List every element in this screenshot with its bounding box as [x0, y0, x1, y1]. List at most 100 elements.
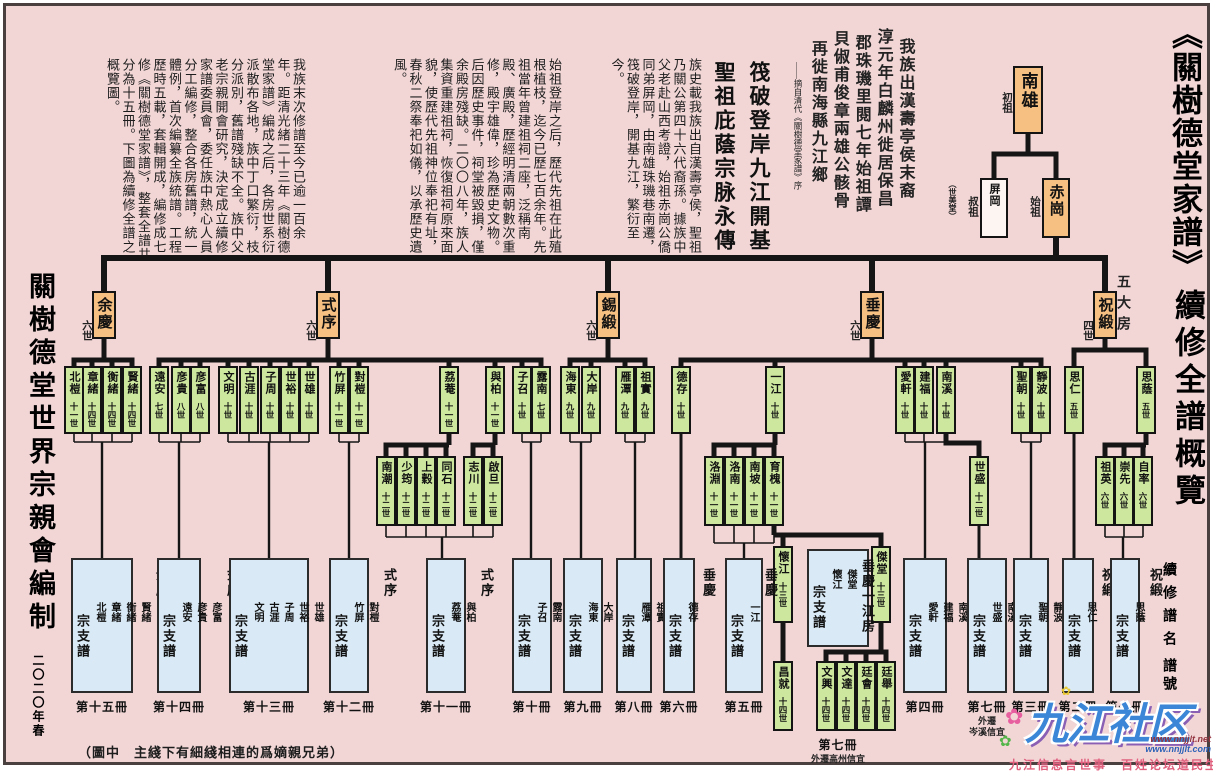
tree-node-世裕: 世裕十世: [280, 366, 300, 434]
volume-box-title: 垂慶一江房: [860, 559, 875, 634]
volume-number-label: 第九冊: [563, 700, 603, 714]
node-label: 南雄: [1018, 72, 1038, 110]
volume-box-content: 祝緞思蔭宗支譜: [1112, 560, 1165, 691]
tree-node-祝緞: 祝緞: [1093, 291, 1117, 339]
branch-name: 子周: [282, 602, 293, 622]
tree-node-雁潭: 雁潭九世: [615, 366, 635, 434]
node-label: 建福十世: [918, 371, 930, 419]
tree-node-祖實: 祖實九世: [635, 366, 655, 434]
tree-node-少筠: 少筠十二世: [396, 456, 416, 526]
volume-number-label: 第十一冊: [419, 700, 472, 714]
volume-box-第六冊: 垂慶德存宗支譜: [663, 558, 716, 693]
branch-name: 愛軒: [926, 602, 937, 622]
generation-label: 十一世: [490, 402, 500, 428]
volume-box-content: 式序與柏荔菴宗支譜: [428, 560, 496, 691]
tree-node-建福: 建福十世: [914, 366, 934, 434]
node-label: 育槐十一世: [768, 461, 780, 518]
calligraphy-column: 郡珠璣里閱七年始祖譚: [852, 34, 870, 214]
node-label: 賢緒十四世: [126, 371, 138, 428]
tree-node-子召: 子召十世: [512, 366, 532, 434]
volume-box-第二冊: 祝緞思仁宗支譜: [1062, 558, 1115, 693]
publisher-title: 關樹德堂世界宗親會編制: [25, 272, 55, 635]
column-label-genealogy-name: 續修譜名: [1161, 562, 1176, 654]
generation-label: 九世: [586, 402, 596, 419]
branch-name: 思仁: [1085, 602, 1096, 622]
tree-node-垂慶: 垂慶: [860, 291, 884, 339]
volume-box-第十五冊: 余慶賢緒衡緒章緒北榿宗支譜: [71, 558, 169, 693]
node-label: 文達十四世: [840, 666, 852, 723]
branch-name: 南溪: [956, 602, 967, 622]
branch-name: 古涯: [267, 602, 278, 622]
node-label: 世雄十世: [303, 371, 315, 419]
generation-label: 十四世: [778, 697, 788, 723]
generation-label: 十世: [900, 402, 910, 419]
tree-node-廷舉: 廷舉十四世: [876, 661, 896, 731]
generation-label: 十四世: [881, 697, 891, 723]
page-subtitle: 續修全譜概覽: [1170, 289, 1205, 511]
volume-number-label: 第十四冊: [152, 700, 205, 714]
node-label: 祖實九世: [639, 371, 651, 419]
generation-label: 十一世: [69, 402, 79, 428]
tree-annotation: 始祖: [1029, 196, 1040, 217]
generation-label: 十四世: [127, 402, 137, 428]
branch-name: 建福: [941, 602, 952, 622]
node-label: 啟旦十二世: [487, 461, 499, 518]
volume-box-title: 宗支譜: [75, 614, 90, 659]
node-label: 荔菴十一世: [443, 371, 455, 428]
volume-box-title: 宗支譜: [620, 614, 635, 659]
generation-label: 十世: [941, 402, 951, 419]
volume-box-title: 祝緞: [1148, 568, 1163, 598]
branch-name: 海東: [586, 602, 597, 622]
branch-name: 世盛: [990, 602, 1001, 622]
generation-label: 十二世: [974, 492, 984, 518]
couplet-line-1: 筏破登岸九江開基: [747, 61, 771, 253]
volume-number-label: 第五冊: [724, 700, 764, 714]
tree-node-海東: 海東九世: [560, 366, 580, 434]
generation-label: 九世: [565, 402, 575, 419]
generation-label: 十世: [244, 402, 254, 419]
generation-label: 十世: [285, 402, 295, 419]
chart-frame: 我族末次修譜至今已逾一百余年。距清光緒二十三年《關樹德堂家譜》編成之后，各房世系…: [3, 3, 1213, 772]
legend-note: （圖中 主綫下有細綫相連的爲嫡親兄弟）: [78, 745, 345, 760]
branch-name: 祖實: [654, 602, 665, 622]
generation-label: 十世: [304, 402, 314, 419]
tree-annotation: 五大房: [1115, 274, 1130, 337]
branch-name: 竹屏: [352, 602, 363, 622]
node-label: 少筠十二世: [400, 461, 412, 518]
generation-label: 十四世: [107, 402, 117, 428]
site-watermark: ✿ ✿ ✿ 九江社区 www.nnjjlt.net www.nnjjlt.com…: [999, 684, 1213, 772]
volume-number-label: 第六冊: [659, 700, 699, 714]
volume-box-title: 垂慶: [763, 568, 778, 598]
node-label: 與柏十一世: [489, 371, 501, 428]
volume-number-label: 第二冊: [1058, 700, 1098, 714]
tree-node-錫緞: 錫緞: [596, 291, 620, 339]
generation-label: 九世: [620, 402, 630, 419]
generation-label: 八世: [176, 402, 186, 419]
node-label: 彦貴八世: [175, 371, 187, 419]
tree-node-大岸: 大岸九世: [581, 366, 601, 434]
volume-number-label: 第八冊: [614, 700, 654, 714]
tree-node-育槐: 育槐十一世: [764, 456, 784, 526]
node-label: 赤崗: [1047, 184, 1064, 218]
generation-label: 十世: [770, 402, 780, 419]
branch-name: 世雄: [312, 602, 323, 622]
tree-node-北榿: 北榿十一世: [64, 366, 84, 434]
node-label: 子周十世: [264, 371, 276, 419]
node-label: 文明十世: [222, 371, 234, 419]
branch-name: 與柏: [464, 602, 475, 622]
generation-label: 九世: [640, 402, 650, 419]
volume-box-第七冊: 垂慶南溪世盛宗支譜: [967, 558, 1035, 693]
generation-label: 十一世: [354, 402, 364, 428]
branch-name: 雁潭: [639, 602, 650, 622]
branch-name: 對榿: [367, 602, 378, 622]
node-label: 世裕十世: [284, 371, 296, 419]
generation-label: 十二世: [421, 492, 431, 518]
volume-box-title: 宗支譜: [333, 614, 348, 659]
branch-name: 傑堂: [845, 569, 856, 589]
calligraphy-column: 我族出漢壽亭侯末裔: [896, 38, 914, 200]
calligraphy-excerpt: 我族出漢壽亭侯末裔淳元年白麟州徙居保昌郡珠璣里閱七年始祖譚貝俶甫俊章兩雄公骸骨再…: [792, 28, 918, 246]
volume-number-label: 第十冊: [512, 700, 552, 714]
calligraphy-column: 淳元年白麟州徙居保昌: [874, 28, 892, 208]
volume-box-第三冊: 垂慶靜波聖朝宗支譜: [1013, 558, 1081, 693]
generation-label: 十世: [223, 402, 233, 419]
